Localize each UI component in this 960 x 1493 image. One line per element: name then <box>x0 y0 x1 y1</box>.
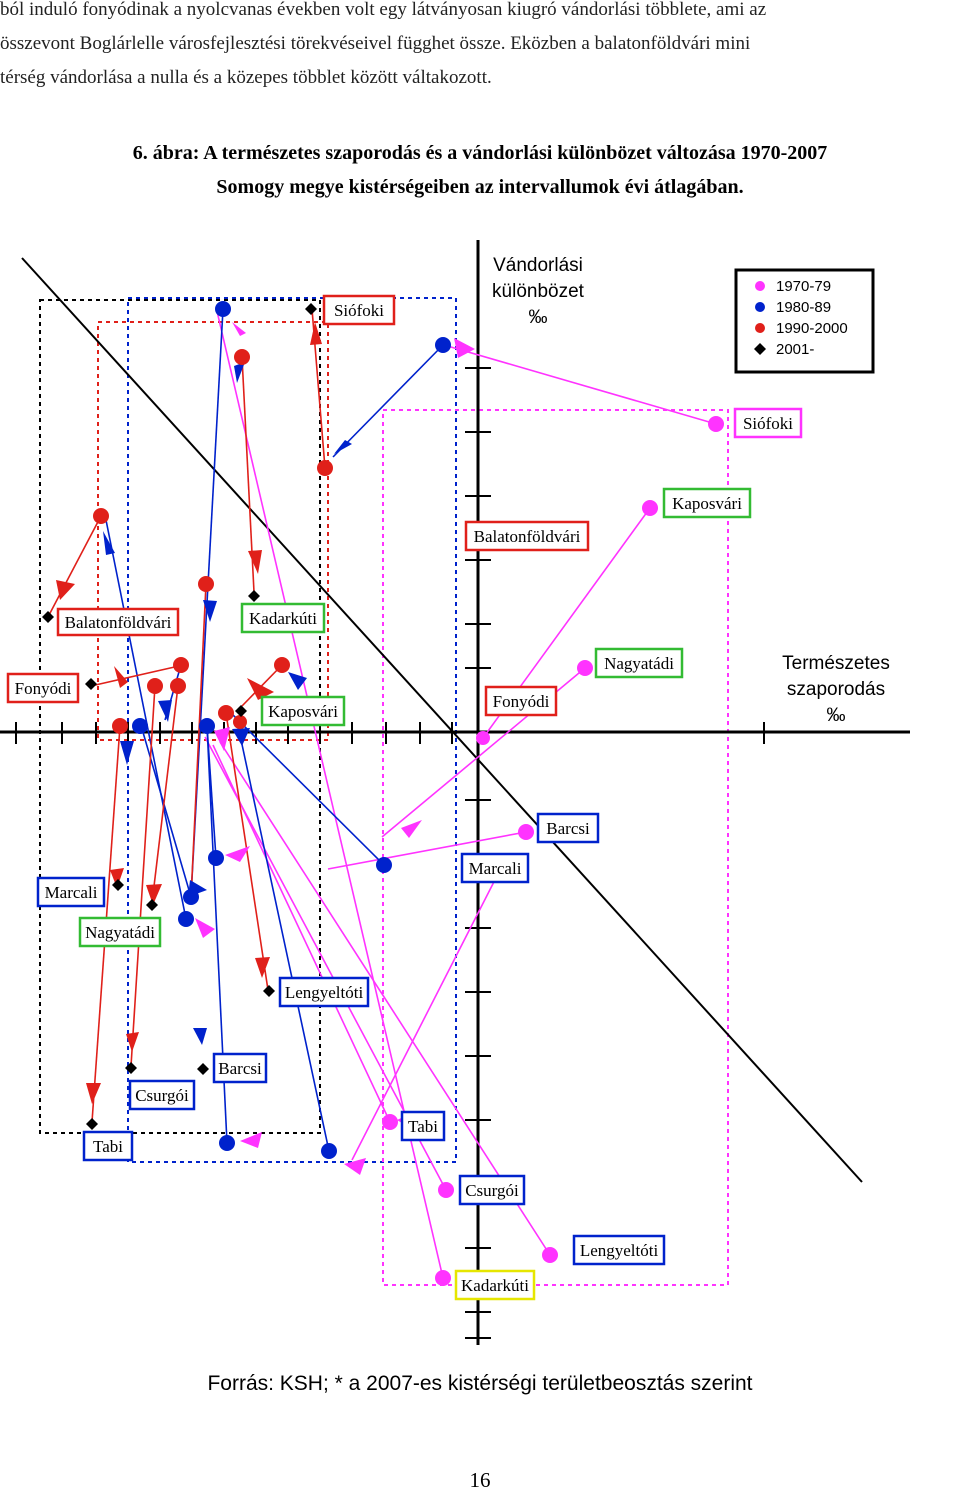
region-label: Lengyeltóti <box>278 976 370 1008</box>
caption-line-1: 6. ábra: A természetes szaporodás és a v… <box>132 142 828 164</box>
y-label-line-1: Vándorlási <box>493 255 583 276</box>
region-label: Balatonföldvári <box>56 607 180 637</box>
legend-label: 1990-2000 <box>776 320 848 337</box>
migration-scatter-chart: SiófokiSiófokiKaposváriBalatonföldváriBa… <box>0 240 910 1345</box>
region-label: Nagyatádi <box>78 916 162 948</box>
region-label: Tabi <box>82 1130 134 1162</box>
svg-text:Lengyeltóti: Lengyeltóti <box>580 1241 659 1260</box>
arrows-1970s <box>204 306 717 1279</box>
region-label: Siófoki <box>322 294 396 326</box>
region-label: Marcali <box>460 852 530 884</box>
x-label-line-2: szaporodás <box>787 679 885 700</box>
legend-label: 1980-89 <box>776 299 831 316</box>
paragraph-line: összevont Boglárlelle városfejlesztési t… <box>0 33 751 54</box>
y-label-line-3: ‰ <box>529 307 548 328</box>
svg-text:Csurgói: Csurgói <box>135 1086 189 1105</box>
svg-text:Balatonföldvári: Balatonföldvári <box>65 613 172 632</box>
legend-label: 1970-79 <box>776 278 831 295</box>
svg-text:Siófoki: Siófoki <box>334 301 384 320</box>
y-axis-label: Vándorlási különbözet ‰ <box>492 255 585 328</box>
svg-text:Nagyatádi: Nagyatádi <box>604 654 674 673</box>
diagonal-line <box>21 257 863 1183</box>
region-labels: SiófokiSiófokiKaposváriBalatonföldváriBa… <box>6 294 803 1301</box>
svg-text:Kaposvári: Kaposvári <box>268 702 338 721</box>
arrowheads <box>56 322 475 1175</box>
region-label: Barcsi <box>212 1052 268 1084</box>
figure-caption: 6. ábra: A természetes szaporodás és a v… <box>0 136 960 204</box>
svg-text:Tabi: Tabi <box>408 1117 438 1136</box>
svg-text:Fonyódi: Fonyódi <box>15 679 72 698</box>
source-note: Forrás: KSH; * a 2007-es kistérségi terü… <box>207 1372 753 1395</box>
region-label: Barcsi <box>536 812 600 844</box>
page-number: 16 <box>469 1468 491 1492</box>
y-label-line-2: különbözet <box>492 281 585 302</box>
x-label-line-3: ‰ <box>827 705 846 726</box>
region-label: Csurgói <box>128 1079 196 1111</box>
region-label: Kaposvári <box>662 487 752 519</box>
region-label: Csurgói <box>458 1174 526 1206</box>
svg-text:Barcsi: Barcsi <box>218 1059 262 1078</box>
x-axis-label: Természetes szaporodás ‰ <box>782 653 890 726</box>
region-label: Siófoki <box>733 407 803 439</box>
x-label-line-1: Természetes <box>782 653 890 674</box>
group-box-magenta <box>382 409 729 1286</box>
svg-text:Marcali: Marcali <box>45 883 98 902</box>
svg-text:Nagyatádi: Nagyatádi <box>85 923 155 942</box>
region-label: Marcali <box>36 876 106 908</box>
body-paragraph: ból induló fonyódinak a nyolcvanas évekb… <box>0 0 960 95</box>
region-label: Kaposvári <box>260 695 346 727</box>
legend: 1970-79 1980-89 1990-2000 2001- <box>734 268 875 374</box>
legend-label: 2001- <box>776 341 814 358</box>
region-label: Kadarkúti <box>240 602 326 634</box>
svg-text:Balatonföldvári: Balatonföldvári <box>474 527 581 546</box>
svg-text:Kadarkúti: Kadarkúti <box>461 1276 529 1295</box>
region-label: Fonyódi <box>6 672 80 704</box>
points-2001 <box>42 303 317 1130</box>
region-label: Fonyódi <box>484 685 558 717</box>
arrows-1980s <box>105 308 444 1152</box>
svg-text:Lengyeltóti: Lengyeltóti <box>285 983 364 1002</box>
region-label: Nagyatádi <box>594 647 684 679</box>
points-1980s <box>132 301 451 1159</box>
paragraph-line: ból induló fonyódinak a nyolcvanas évekb… <box>0 0 767 20</box>
svg-text:Csurgói: Csurgói <box>465 1181 519 1200</box>
paragraph-line: térség vándorlása a nulla és a közepes t… <box>0 67 492 88</box>
svg-text:Kadarkúti: Kadarkúti <box>249 609 317 628</box>
points-1990s <box>93 349 333 734</box>
region-label: Kadarkúti <box>454 1269 536 1301</box>
region-label: Lengyeltóti <box>572 1234 666 1266</box>
group-box-red <box>97 321 329 741</box>
svg-text:Marcali: Marcali <box>469 859 522 878</box>
svg-text:Kaposvári: Kaposvári <box>672 494 742 513</box>
svg-text:Siófoki: Siófoki <box>743 414 793 433</box>
svg-text:Fonyódi: Fonyódi <box>493 692 550 711</box>
region-label: Balatonföldvári <box>464 520 590 552</box>
caption-line-2: Somogy megye kistérségeiben az intervall… <box>216 176 744 198</box>
svg-text:Barcsi: Barcsi <box>546 819 590 838</box>
svg-text:Tabi: Tabi <box>93 1137 123 1156</box>
region-label: Tabi <box>400 1110 446 1142</box>
